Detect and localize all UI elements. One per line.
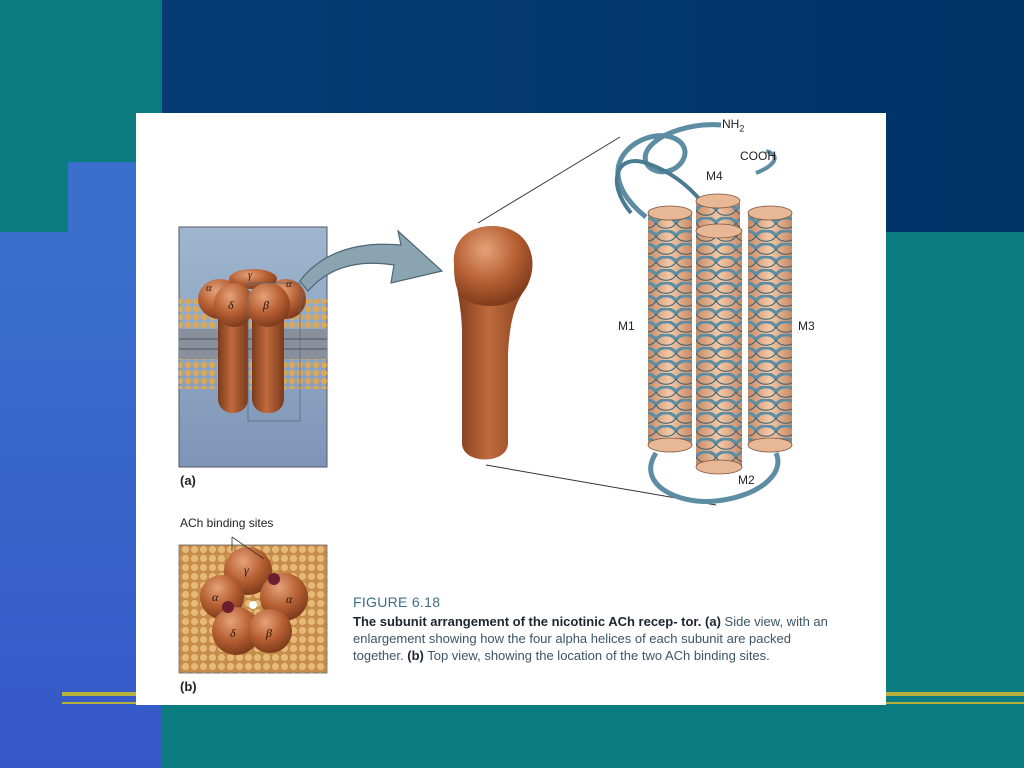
subunit-delta-side: δ xyxy=(228,298,234,312)
subunit-alpha-right: α xyxy=(286,278,292,290)
caption-body: The subunit arrangement of the nicotinic… xyxy=(353,613,833,664)
figure-number: FIGURE 6.18 xyxy=(353,594,441,610)
caption-title: The subunit arrangement of the nicotinic… xyxy=(353,614,702,629)
subunit-alpha-top-left: α xyxy=(212,590,219,604)
caption-part-b-label: (b) xyxy=(407,648,424,663)
panel-b-top-view: γ α α δ β xyxy=(178,536,328,674)
helix-m4-label: M4 xyxy=(706,169,723,183)
subunit-alpha-left: α xyxy=(206,282,212,294)
ach-binding-site-1 xyxy=(268,573,280,585)
subunit-delta-top: δ xyxy=(230,626,236,640)
helix-bundle xyxy=(614,122,793,504)
figure-caption: FIGURE 6.18 The subunit arrangement of t… xyxy=(353,594,833,664)
receptor-side xyxy=(198,269,306,422)
enlarge-arrow xyxy=(299,229,444,292)
helix-m2-label: M2 xyxy=(738,473,755,487)
receptor-illustration: α γ δ β α xyxy=(178,122,793,674)
panel-a-label: (a) xyxy=(180,473,196,488)
cooh-terminus-label: COOH xyxy=(740,149,776,163)
caption-part-b-text: Top view, showing the location of the tw… xyxy=(427,648,770,663)
caption-part-a-label: (a) xyxy=(705,614,721,629)
panel-b-label: (b) xyxy=(180,679,197,694)
subunit-beta-top: β xyxy=(265,626,272,640)
zoom-line-top xyxy=(477,136,621,224)
blue-column xyxy=(0,232,162,768)
caption-part-a-text: Side view, with an enlargement showing h… xyxy=(353,614,828,663)
helix-m3-label: M3 xyxy=(798,319,815,333)
subunit-gamma-side: γ xyxy=(248,270,253,281)
nh2-terminus-label: NH2 xyxy=(722,117,745,134)
subunit-gamma-top: γ xyxy=(244,563,249,577)
subunit-beta-side: β xyxy=(262,298,269,312)
central-pore xyxy=(249,601,257,609)
panel-a-side-view: α γ δ β α xyxy=(178,226,328,468)
single-subunit xyxy=(453,226,533,460)
figure-card: α γ δ β α xyxy=(136,113,886,705)
ach-binding-site-2 xyxy=(222,601,234,613)
helix-m1-label: M1 xyxy=(618,319,635,333)
subunit-alpha-top-right: α xyxy=(286,592,293,606)
binding-sites-label: ACh binding sites xyxy=(180,516,274,530)
